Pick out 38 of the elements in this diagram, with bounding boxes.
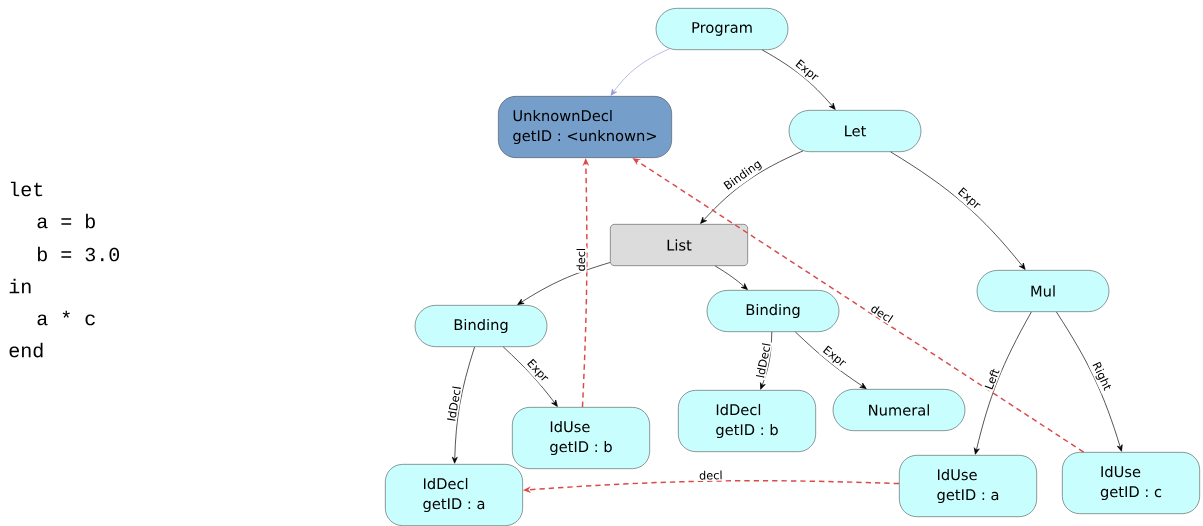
- arrow: [890, 151, 1026, 270]
- node-box: Numeral: [832, 389, 966, 431]
- node-box: IdDecl getID : a: [385, 464, 523, 526]
- arrow: [1056, 311, 1123, 452]
- node-box: IdUse getID : c: [1062, 452, 1200, 514]
- code-line: b = 3.0: [38, 246, 120, 262]
- arrow: [795, 331, 867, 389]
- node-box: Binding: [414, 305, 548, 347]
- code-line: a * c: [37, 310, 95, 326]
- code-line: a = b: [37, 213, 95, 229]
- edge-label: decl: [697, 469, 724, 482]
- code-line: in: [9, 278, 31, 294]
- node-box: IdDecl getID : b: [678, 390, 816, 452]
- arrow: [760, 331, 773, 390]
- node-box: Mul: [976, 270, 1110, 312]
- arrow: [761, 49, 836, 110]
- code-line: let: [10, 181, 43, 197]
- code-line: end: [9, 342, 43, 358]
- node-box: Binding: [706, 290, 840, 332]
- node-box: IdUse getID : b: [512, 407, 650, 469]
- arrow: [517, 262, 611, 305]
- node-box: Let: [788, 110, 922, 152]
- arrow: [610, 48, 670, 96]
- arrow: [502, 346, 558, 407]
- edge-label: decl: [575, 246, 587, 273]
- node-box: Program: [655, 8, 789, 50]
- list-box: List: [610, 224, 748, 266]
- edge-label: IdDecl: [445, 383, 463, 424]
- edge-label: decl: [867, 301, 897, 326]
- node-box: IdUse getID : a: [899, 455, 1037, 517]
- arrow: [451, 346, 475, 464]
- arrow: [700, 150, 804, 224]
- edge-label: Right: [1088, 358, 1115, 394]
- edge-label: IdDecl: [753, 340, 773, 381]
- node-box: UnknownDecl getID : <unknown>: [498, 96, 672, 158]
- arrow: [973, 311, 1032, 455]
- edge-label: Left: [982, 365, 1002, 393]
- arrow: [714, 265, 748, 290]
